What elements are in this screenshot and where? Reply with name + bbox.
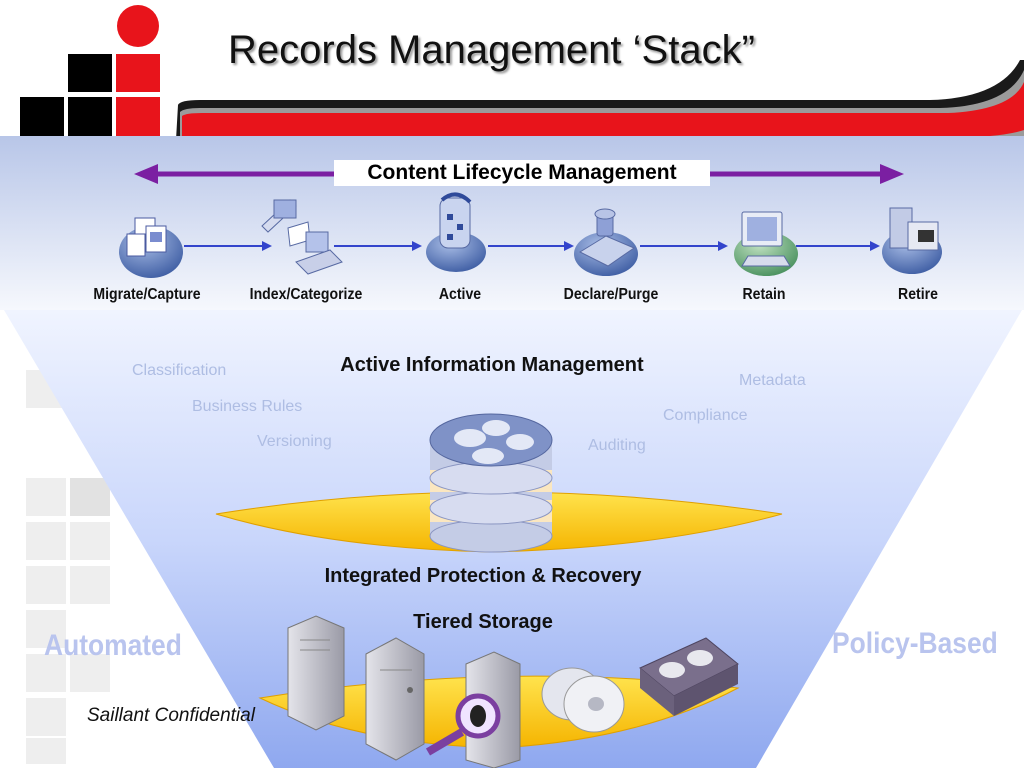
side-label-automated: Automated xyxy=(44,629,182,662)
approved-stamp-icon xyxy=(574,208,638,276)
active-workflow-icon xyxy=(426,192,486,272)
stage-label-index-categorize: Index/Categorize xyxy=(249,286,363,303)
header-swoosh-bar xyxy=(176,60,1024,140)
stage-label-active: Active xyxy=(438,286,482,303)
confidential-footer: Saillant Confidential xyxy=(87,705,255,726)
stage-label-retire: Retire xyxy=(898,286,938,303)
background-tiles xyxy=(26,370,110,764)
company-logo xyxy=(20,5,160,137)
document-stack-icon xyxy=(119,217,183,278)
indexing-computer-icon xyxy=(261,199,343,275)
optical-disc-icon xyxy=(541,667,625,733)
tiered-storage-heading: Tiered Storage xyxy=(413,611,553,633)
active-information-heading: Active Information Management xyxy=(340,354,644,376)
archive-server-icon xyxy=(882,207,942,274)
protection-heading: Integrated Protection & Recovery xyxy=(324,565,642,587)
tag-versioning: Versioning xyxy=(257,433,332,450)
tag-business-rules: Business Rules xyxy=(192,398,303,415)
stage-label-migrate-capture: Migrate/Capture xyxy=(93,286,201,303)
storage-server-magnifier-icon xyxy=(425,651,521,768)
stage-label-declare-purge: Declare/Purge xyxy=(563,286,659,303)
retention-workstation-icon xyxy=(734,211,798,276)
database-icon xyxy=(429,413,553,553)
tag-metadata: Metadata xyxy=(739,372,806,389)
slide-title: Records Management ‘Stack” xyxy=(228,28,755,72)
tag-compliance: Compliance xyxy=(663,407,748,424)
side-label-policy-based: Policy-Based xyxy=(832,627,998,660)
rack-server-icon xyxy=(365,637,425,761)
lifecycle-heading: Content Lifecycle Management xyxy=(334,160,710,186)
tape-cartridge-icon xyxy=(639,637,739,716)
tag-auditing: Auditing xyxy=(588,437,646,454)
tower-server-icon xyxy=(287,615,345,731)
stage-label-retain: Retain xyxy=(742,286,786,303)
stage-connectors xyxy=(184,241,880,251)
tag-classification: Classification xyxy=(132,362,227,379)
